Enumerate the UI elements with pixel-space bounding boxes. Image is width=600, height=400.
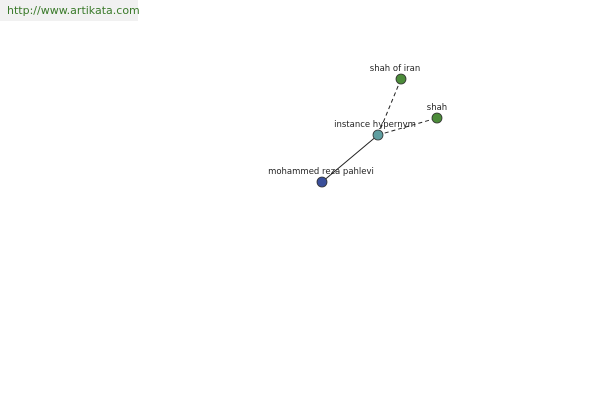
label-shah: shah: [427, 103, 447, 113]
label-instance-hypernym: instance hypernym: [334, 120, 416, 130]
node-instance-hypernym[interactable]: [372, 129, 384, 141]
edge-center-shah-of-iran: [377, 78, 402, 136]
node-shah-of-iran[interactable]: [395, 73, 407, 85]
edge-center-shah: [377, 117, 438, 136]
node-mohammed-reza-pahlevi[interactable]: [316, 176, 328, 188]
label-shah-of-iran: shah of iran: [370, 64, 420, 74]
edge-source-center: [321, 134, 379, 183]
label-mohammed-reza-pahlevi: mohammed reza pahlevi: [268, 167, 374, 177]
node-shah[interactable]: [431, 112, 443, 124]
artikata-link[interactable]: http://www.artikata.com: [0, 0, 140, 21]
artikata-link-text: http://www.artikata.com: [7, 4, 140, 17]
